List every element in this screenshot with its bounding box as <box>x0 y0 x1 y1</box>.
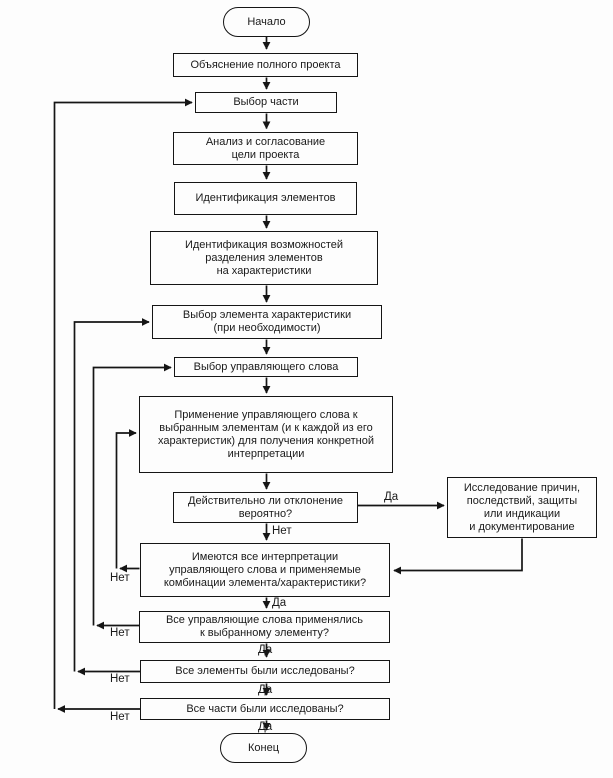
node-identify-elements: Идентификация элементов <box>174 182 357 215</box>
node-all-elements: Все элементы были исследованы? <box>140 660 390 683</box>
node-analyze-goal: Анализ и согласование цели проекта <box>173 132 358 165</box>
node-all-interpretations: Имеются все интерпретации управляющего с… <box>140 543 390 597</box>
edge-label-no-deviation: Нет <box>272 525 292 537</box>
node-deviation-credible: Действительно ли отклонение вероятно? <box>173 492 358 523</box>
edge-label-no-parts: Нет <box>110 711 130 723</box>
node-select-guide-word: Выбор управляющего слова <box>174 357 358 377</box>
edge-label-yes-elements: Да <box>258 684 273 696</box>
edge-label-no-elements: Нет <box>110 673 130 685</box>
edge-label-yes-deviation: Да <box>384 491 399 503</box>
arrow-interpretations-no-loop-to-apply <box>115 429 137 569</box>
node-investigate: Исследование причин, последствий, защиты… <box>447 477 597 538</box>
node-all-parts: Все части были исследованы? <box>140 698 390 720</box>
node-end: Конец <box>220 733 307 763</box>
arrow-investigate-to-interpretations <box>393 538 523 575</box>
node-select-part: Выбор части <box>195 92 337 113</box>
node-start: Начало <box>223 7 310 37</box>
node-all-guide-words: Все управляющие слова применялись к выбр… <box>139 611 390 643</box>
node-explain-project: Объяснение полного проекта <box>173 53 358 77</box>
edge-label-yes-parts: Да <box>258 721 273 733</box>
edge-label-no-guide-words: Нет <box>110 627 130 639</box>
node-identify-possibilities: Идентификация возможностей разделения эл… <box>150 231 378 285</box>
edge-label-yes-guide-words: Да <box>258 644 273 656</box>
edge-label-no-interpretations: Нет <box>110 572 130 584</box>
edge-label-yes-interpretations: Да <box>272 597 287 609</box>
node-apply-guide-word: Применение управляющего слова к выбранны… <box>139 396 393 473</box>
arrow-elements-no-loop-to-select-element <box>73 318 150 672</box>
node-select-element: Выбор элемента характеристики (при необх… <box>152 305 382 339</box>
